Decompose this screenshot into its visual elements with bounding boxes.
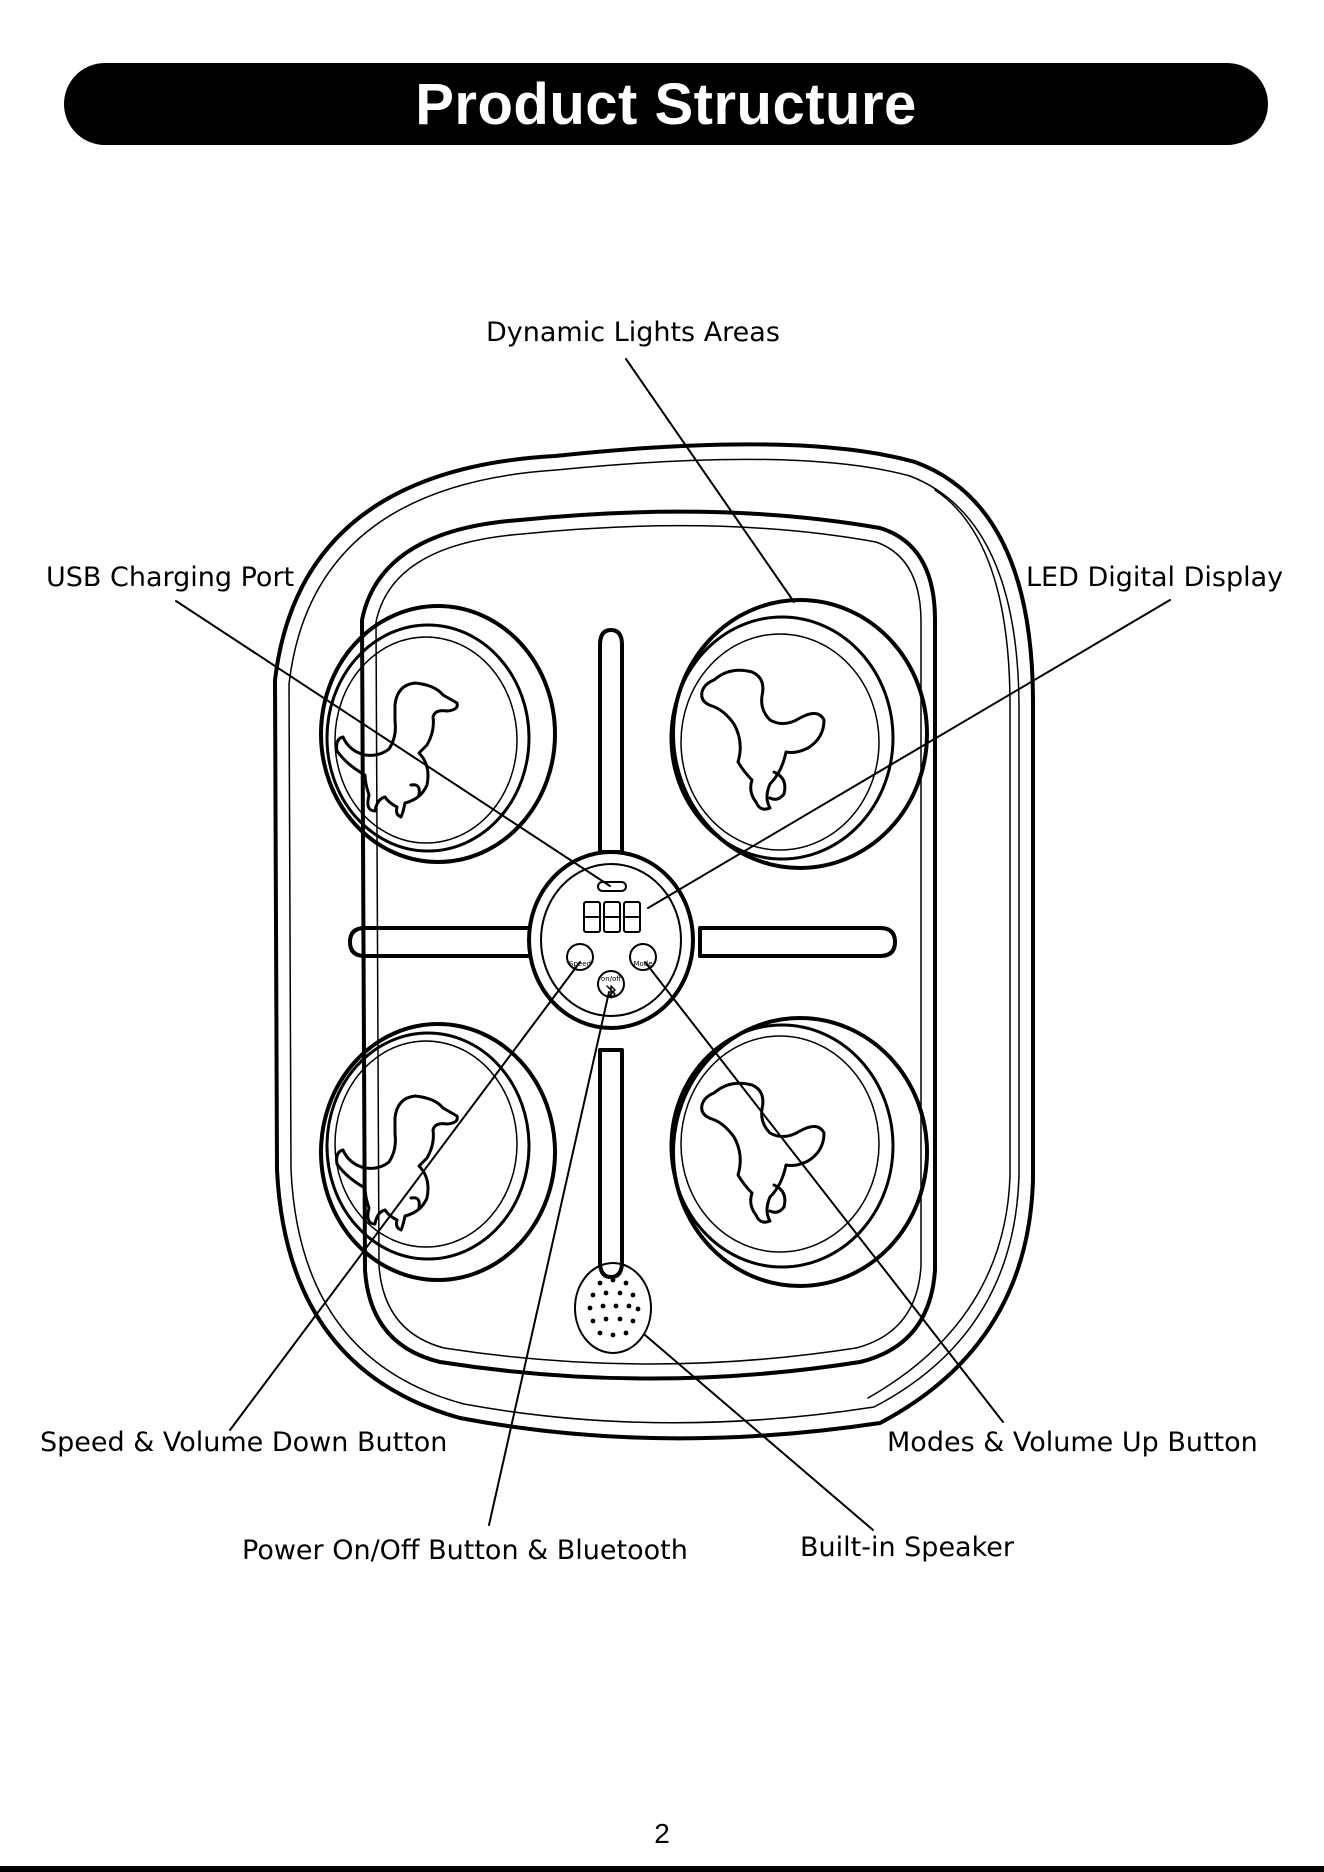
dinosaur-icon-top-left (337, 683, 458, 817)
label-built-in-speaker: Built-in Speaker (800, 1532, 1014, 1564)
speed-key-text: Speed (569, 960, 591, 968)
control-panel-outer (529, 852, 693, 1028)
dinosaur-icon-bottom-right (702, 1083, 824, 1222)
dinosaur-icon-bottom-left (337, 1096, 458, 1230)
label-modes-volume-up-button: Modes & Volume Up Button (887, 1427, 1258, 1459)
label-led-digital-display: LED Digital Display (1026, 562, 1283, 594)
mode-key-text: Mode (633, 960, 652, 968)
horizontal-bar-right (700, 928, 895, 956)
bottom-rule (0, 1866, 1324, 1872)
label-usb-charging-port: USB Charging Port (46, 562, 294, 594)
page-number: 2 (0, 1818, 1324, 1850)
dinosaur-icon-top-right (702, 670, 824, 809)
pad-top-right (671, 600, 927, 868)
label-power-button-bluetooth: Power On/Off Button & Bluetooth (242, 1535, 688, 1567)
power-key-text: on/off (601, 975, 621, 983)
vertical-bar-bottom (600, 1050, 622, 1277)
pad-bottom-right (671, 1018, 927, 1286)
speaker-holes (588, 1278, 641, 1338)
vertical-bar-top (600, 630, 622, 852)
device-outer-rim-2 (868, 490, 1010, 1398)
label-dynamic-lights-areas: Dynamic Lights Areas (486, 317, 780, 349)
pad-top-left (321, 606, 555, 862)
label-speed-volume-down-button: Speed & Volume Down Button (40, 1427, 447, 1459)
